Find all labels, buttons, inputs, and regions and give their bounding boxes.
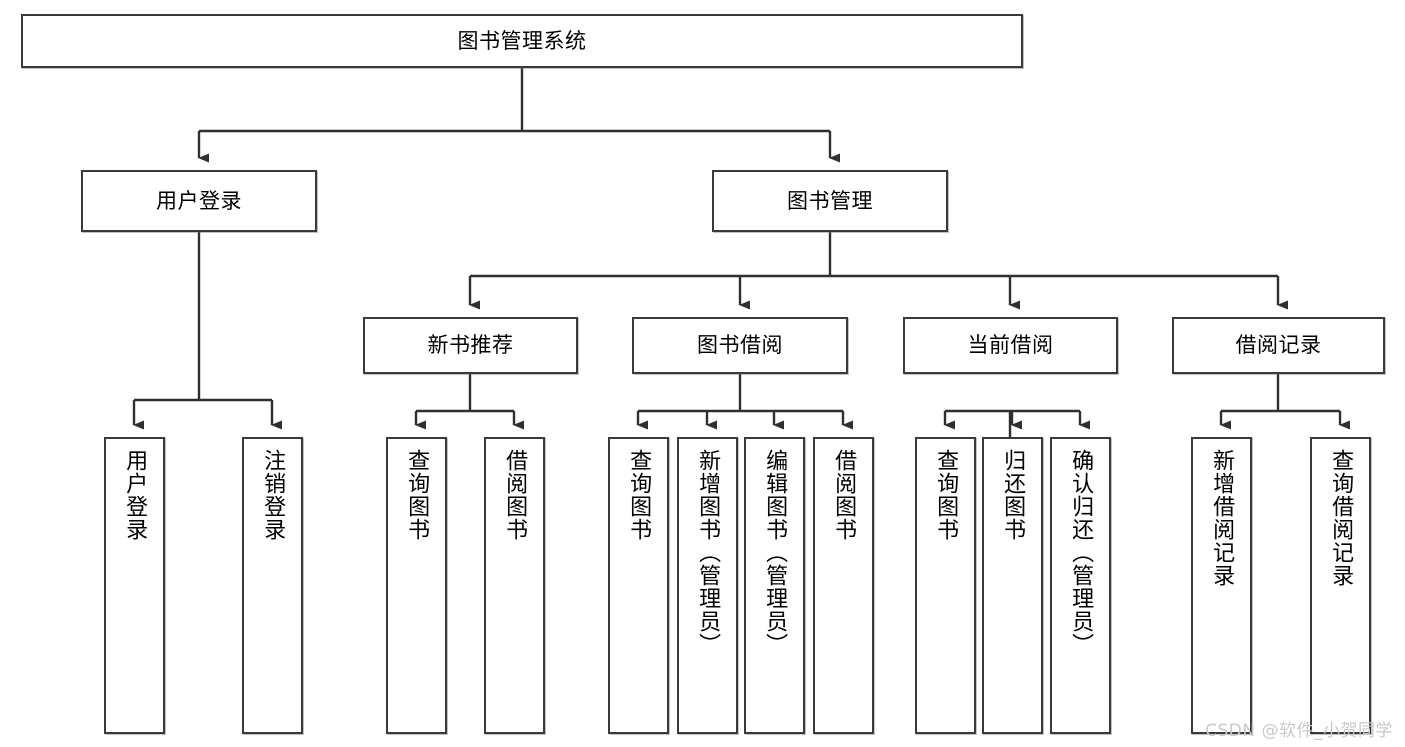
node-l2-borrow[interactable]: 图书借阅	[632, 317, 848, 374]
node-label: 查询图书	[626, 449, 652, 541]
node-l3-a1[interactable]: 用户登录	[104, 437, 165, 734]
node-label: 借阅图书	[502, 449, 528, 541]
node-l1-book[interactable]: 图书管理	[712, 170, 948, 232]
node-label: 编辑图书（管理员）	[762, 449, 788, 656]
node-label: 图书管理系统	[457, 28, 587, 53]
node-root[interactable]: 图书管理系统	[21, 14, 1023, 68]
node-label: 用户登录	[156, 188, 242, 213]
node-l1-login[interactable]: 用户登录	[81, 170, 317, 232]
node-l3-b1[interactable]: 查询图书	[386, 437, 447, 734]
node-label: 当前借阅	[967, 333, 1054, 358]
node-label: 查询借阅记录	[1328, 449, 1354, 587]
watermark-text: CSDN @软件_小贺同学	[1205, 721, 1393, 741]
node-l3-c2[interactable]: 新增图书（管理员）	[677, 437, 738, 734]
node-label: 查询图书	[404, 449, 430, 541]
node-l3-d2[interactable]: 归还图书	[982, 437, 1043, 734]
node-label: 借阅图书	[831, 449, 857, 541]
node-l3-c4[interactable]: 借阅图书	[813, 437, 874, 734]
node-label: 查询图书	[933, 449, 959, 541]
node-l2-current[interactable]: 当前借阅	[903, 317, 1118, 374]
node-l3-a2[interactable]: 注销登录	[242, 437, 303, 734]
node-label: 新增图书（管理员）	[695, 449, 721, 656]
node-label: 借阅记录	[1235, 333, 1322, 358]
node-l3-e1[interactable]: 新增借阅记录	[1191, 437, 1252, 734]
node-label: 图书借阅	[697, 333, 783, 358]
node-l3-b2[interactable]: 借阅图书	[484, 437, 545, 734]
node-label: 确认归还（管理员）	[1068, 449, 1094, 656]
node-label: 归还图书	[1000, 449, 1026, 541]
node-l3-d3[interactable]: 确认归还（管理员）	[1050, 437, 1111, 734]
node-label: 注销登录	[260, 449, 286, 541]
node-l3-e2[interactable]: 查询借阅记录	[1310, 437, 1371, 734]
node-l3-c3[interactable]: 编辑图书（管理员）	[744, 437, 805, 734]
node-label: 用户登录	[122, 449, 148, 541]
node-label: 图书管理	[787, 188, 873, 213]
node-l2-record[interactable]: 借阅记录	[1172, 317, 1385, 374]
node-label: 新增借阅记录	[1209, 449, 1235, 587]
node-label: 新书推荐	[427, 333, 514, 358]
node-l3-d1[interactable]: 查询图书	[915, 437, 976, 734]
node-l3-c1[interactable]: 查询图书	[608, 437, 669, 734]
node-l2-new[interactable]: 新书推荐	[363, 317, 578, 374]
